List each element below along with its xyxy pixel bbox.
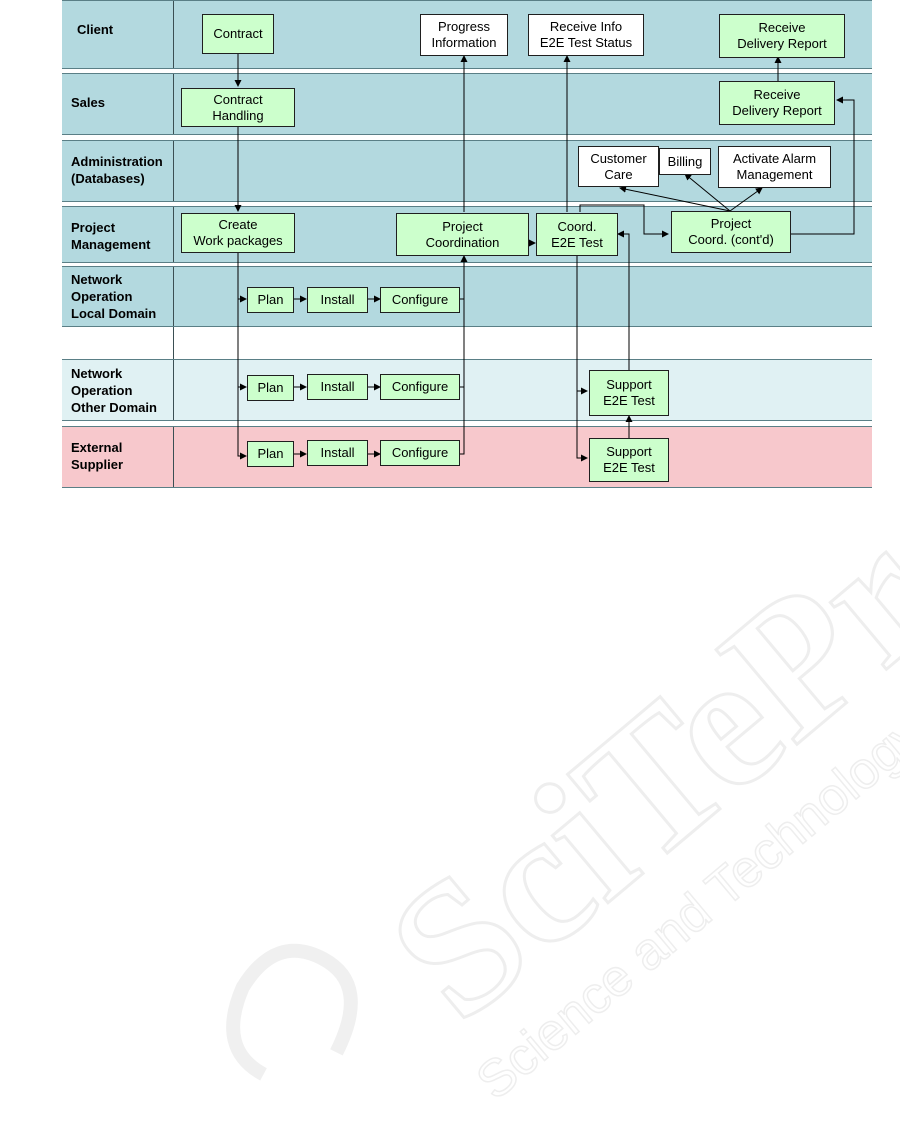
lane-label-sales: Sales xyxy=(62,74,174,134)
local-install-box: Install xyxy=(307,287,368,313)
customer-care-box: Customer Care xyxy=(578,146,659,187)
lane-label-network-local: Network Operation Local Domain xyxy=(62,267,174,326)
other-install-box: Install xyxy=(307,374,368,400)
watermark-logo: SciTePress Science and Technology Public… xyxy=(226,520,900,1112)
local-configure-box: Configure xyxy=(380,287,460,313)
lane-label-client: Client xyxy=(62,1,174,68)
receive-delivery-client-box: Receive Delivery Report xyxy=(719,14,845,58)
other-configure-box: Configure xyxy=(380,374,460,400)
lane-label-external-supplier: External Supplier xyxy=(62,427,174,487)
receive-info-box: Receive Info E2E Test Status xyxy=(528,14,644,56)
lane-external-supplier: External Supplier xyxy=(62,426,872,488)
contract-box: Contract xyxy=(202,14,274,54)
coord-e2e-test-box: Coord. E2E Test xyxy=(536,213,618,256)
project-coordination-box: Project Coordination xyxy=(396,213,529,256)
billing-box: Billing xyxy=(659,148,711,175)
lane-network-local: Network Operation Local Domain xyxy=(62,266,872,327)
supplier-configure-box: Configure xyxy=(380,440,460,466)
receive-delivery-sales-box: Receive Delivery Report xyxy=(719,81,835,125)
support-e2e-supplier-box: Support E2E Test xyxy=(589,438,669,482)
local-plan-box: Plan xyxy=(247,287,294,313)
progress-information-box: Progress Information xyxy=(420,14,508,56)
other-plan-box: Plan xyxy=(247,375,294,401)
supplier-plan-box: Plan xyxy=(247,441,294,467)
lane-spacer xyxy=(62,326,872,360)
lane-label-administration: Administration (Databases) xyxy=(62,141,174,201)
lane-label-project-management: Project Management xyxy=(62,207,174,262)
lane-label-network-other: Network Operation Other Domain xyxy=(62,360,174,420)
create-work-packages-box: Create Work packages xyxy=(181,213,295,253)
project-coord-contd-box: Project Coord. (cont'd) xyxy=(671,211,791,253)
supplier-install-box: Install xyxy=(307,440,368,466)
lane-network-other: Network Operation Other Domain xyxy=(62,359,872,421)
contract-handling-box: Contract Handling xyxy=(181,88,295,127)
activate-alarm-box: Activate Alarm Management xyxy=(718,146,831,188)
support-e2e-other-box: Support E2E Test xyxy=(589,370,669,416)
lane-label-spacer xyxy=(62,327,174,359)
swimlane-diagram: Client Sales Administration (Databases) … xyxy=(62,0,872,488)
